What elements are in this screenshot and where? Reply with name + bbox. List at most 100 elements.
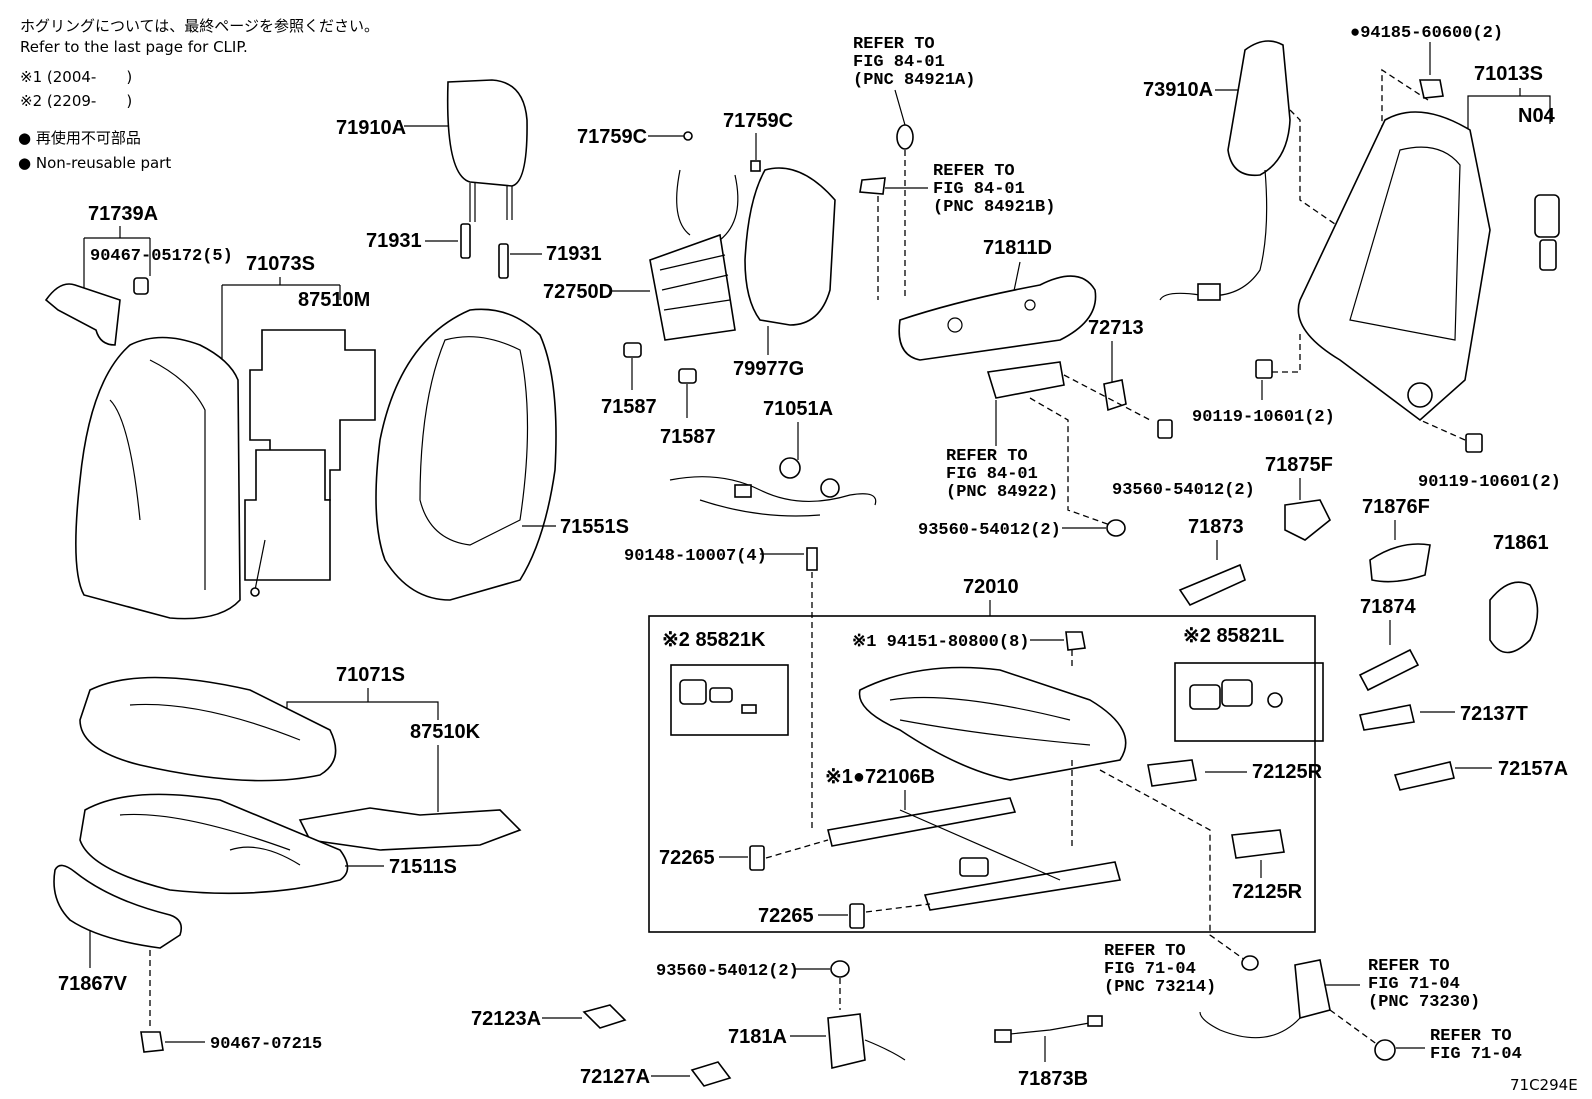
trim-71875F-drawing xyxy=(1284,499,1332,541)
airbag-module-drawing xyxy=(1159,40,1291,301)
label-71587-left: 71587 xyxy=(601,396,657,418)
refer-73230-line2: FIG 71-04 xyxy=(1368,975,1460,994)
label-93560-54012-mid: 93560-54012(2) xyxy=(918,521,1061,540)
refer-block-84921B: REFER TO FIG 84-01 (PNC 84921B) xyxy=(933,162,1055,217)
refer-73214-line3: (PNC 73214) xyxy=(1104,978,1216,997)
label-71073S: 71073S xyxy=(246,253,315,275)
label-71013S: 71013S xyxy=(1474,63,1543,85)
figure-code: 71C294E xyxy=(1510,1076,1578,1094)
knob-71861-drawing xyxy=(1489,581,1539,654)
label-71873: 71873 xyxy=(1188,516,1244,538)
label-90467-05172: 90467-05172(5) xyxy=(90,247,233,266)
label-72127A: 72127A xyxy=(580,1066,650,1088)
refer-71-04-line2: FIG 71-04 xyxy=(1430,1045,1522,1064)
buckle-cable-drawing xyxy=(1199,959,1331,1039)
motor-85821K-drawing xyxy=(679,679,757,714)
seatback-heater-drawing xyxy=(244,329,376,597)
note-jp-nonreuse: ● 再使用不可部品 xyxy=(18,129,141,147)
cover-72123A-drawing xyxy=(582,1004,627,1029)
trim-72157A-drawing xyxy=(1393,761,1455,791)
refer-84922-line1: REFER TO xyxy=(946,447,1028,466)
label-87510M: 87510M xyxy=(298,289,370,311)
label-90467-07215: 90467-07215 xyxy=(210,1035,322,1054)
seat-adjuster-drawing xyxy=(827,666,1127,911)
headrest-guide-drawing xyxy=(460,223,509,279)
motor-85821L-drawing xyxy=(1189,679,1283,710)
bracket-72125R-upper xyxy=(1147,759,1197,787)
label-72265-lower: 72265 xyxy=(758,905,814,927)
refer-84921A-line1: REFER TO xyxy=(853,35,935,54)
trim-71876F-drawing xyxy=(1369,543,1431,583)
label-71759C-right: 71759C xyxy=(723,110,793,132)
refer-block-71-04: REFER TO FIG 71-04 xyxy=(1430,1027,1522,1064)
label-71811D: 71811D xyxy=(983,237,1052,259)
label-71051A: 71051A xyxy=(763,398,833,420)
refer-block-84921A: REFER TO FIG 84-01 (PNC 84921A) xyxy=(853,35,975,90)
latch-7181A-drawing xyxy=(827,1013,906,1069)
seat-cushion-cover-drawing xyxy=(79,676,337,782)
seatback-pad-drawing xyxy=(375,308,557,601)
harness-71873B-drawing xyxy=(994,1015,1103,1043)
refer-block-73230: REFER TO FIG 71-04 (PNC 73230) xyxy=(1368,957,1480,1012)
note-mark2: ※2 (2209- ) xyxy=(20,92,132,110)
lumbar-support-drawing xyxy=(649,169,739,341)
label-90119-10601-lower: 90119-10601(2) xyxy=(1418,473,1561,492)
refer-73230-line1: REFER TO xyxy=(1368,957,1450,976)
label-71876F: 71876F xyxy=(1362,496,1430,518)
trim-72137T-drawing xyxy=(1359,704,1415,731)
note-jp-clip: ホグリングについては、最終ページを参照ください。 xyxy=(20,17,379,35)
label-93560-54012-upper: 93560-54012(2) xyxy=(1112,481,1255,500)
label-72123A: 72123A xyxy=(471,1008,541,1030)
label-71931-left: 71931 xyxy=(366,230,422,252)
label-71587-right: 71587 xyxy=(660,426,716,448)
trim-71873-drawing xyxy=(1178,563,1246,607)
note-mark1: ※1 (2004- ) xyxy=(20,68,132,86)
refer-block-73214: REFER TO FIG 71-04 (PNC 73214) xyxy=(1104,942,1216,997)
label-71875F: 71875F xyxy=(1265,454,1333,476)
refer-73230-line3: (PNC 73230) xyxy=(1368,993,1480,1012)
refer-71-04-line1: REFER TO xyxy=(1430,1027,1512,1046)
trim-71874-drawing xyxy=(1358,648,1420,692)
label-79977G: 79977G xyxy=(733,358,804,380)
label-72125R-upper: 72125R xyxy=(1252,761,1323,783)
label-71874: 71874 xyxy=(1360,596,1416,618)
label-72157A: 72157A xyxy=(1498,758,1568,780)
refer-84921B-line2: FIG 84-01 xyxy=(933,180,1025,199)
seat-cushion-pad-drawing xyxy=(79,793,349,895)
backboard-drawing xyxy=(744,167,836,326)
label-72010: 72010 xyxy=(963,576,1019,598)
bracket-72125R-lower xyxy=(1231,829,1285,859)
motor-85821L-box xyxy=(1174,662,1324,742)
motor-85821K-box xyxy=(670,664,789,736)
front-panel-drawing xyxy=(53,864,183,949)
label-85821L: ※2 85821L xyxy=(1183,625,1284,647)
label-7181A: 7181A xyxy=(728,1026,787,1048)
label-90148-10007: 90148-10007(4) xyxy=(624,547,767,566)
recliner-cover-drawing xyxy=(898,275,1097,361)
refer-73214-line2: FIG 71-04 xyxy=(1104,960,1196,979)
lumbar-clip-drawing xyxy=(623,342,697,384)
wire-harness-drawing xyxy=(669,457,877,517)
note-en-nonreuse: ● Non-reusable part xyxy=(18,154,171,172)
adjuster-assembly-box xyxy=(648,615,1316,933)
refer-84921B-line3: (PNC 84921B) xyxy=(933,198,1055,217)
label-71739A: 71739A xyxy=(88,203,158,225)
label-85821K: ※2 85821K xyxy=(662,629,766,651)
label-72750D: 72750D xyxy=(543,281,613,303)
label-71071S: 71071S xyxy=(336,664,405,686)
refer-84921A-line3: (PNC 84921A) xyxy=(853,71,975,90)
headrest-drawing xyxy=(446,79,528,222)
label-94185-60600: ●94185-60600(2) xyxy=(1350,24,1503,43)
refer-84921A-line2: FIG 84-01 xyxy=(853,53,945,72)
cover-72127A-drawing xyxy=(690,1061,732,1087)
motor-drawing xyxy=(1534,194,1560,271)
label-71873B: 71873B xyxy=(1018,1068,1088,1090)
side-trim-drawing xyxy=(44,277,149,346)
label-71931-right: 71931 xyxy=(546,243,602,265)
label-93560-54012-lower: 93560-54012(2) xyxy=(656,962,799,981)
refer-84922-line3: (PNC 84922) xyxy=(946,483,1058,502)
label-71551S: 71551S xyxy=(560,516,629,538)
label-72137T: 72137T xyxy=(1460,703,1528,725)
seatback-cover-drawing xyxy=(75,336,241,620)
